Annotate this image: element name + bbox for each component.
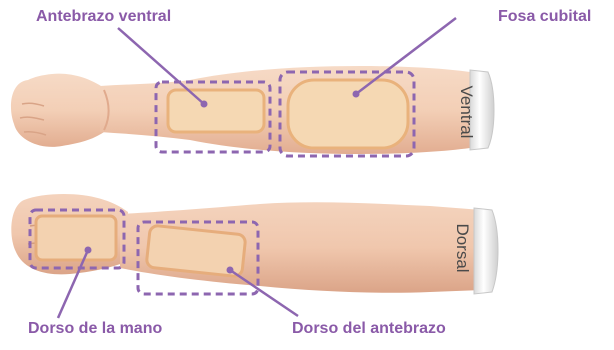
cubital-fossa-pad — [288, 80, 408, 148]
label-forearm-dorsum: Dorso del antebrazo — [292, 320, 446, 338]
top-fist — [11, 74, 104, 147]
label-ventral-forearm: Antebrazo ventral — [36, 8, 171, 26]
side-label-ventral: Ventral — [456, 72, 476, 152]
label-cubital-fossa: Fosa cubital — [498, 8, 591, 26]
dot-forearm-dorsum — [227, 267, 234, 274]
label-hand-dorsum: Dorso de la mano — [28, 320, 162, 338]
ventral-forearm-pad — [168, 90, 264, 132]
bottom-end-cap — [474, 208, 498, 294]
dot-ventral-forearm — [201, 101, 208, 108]
side-label-dorsal: Dorsal — [452, 208, 472, 288]
dot-cubital-fossa — [353, 91, 360, 98]
dot-hand-dorsum — [85, 247, 92, 254]
hand-dorsum-pad — [36, 216, 116, 260]
ventral-arm — [11, 66, 494, 154]
